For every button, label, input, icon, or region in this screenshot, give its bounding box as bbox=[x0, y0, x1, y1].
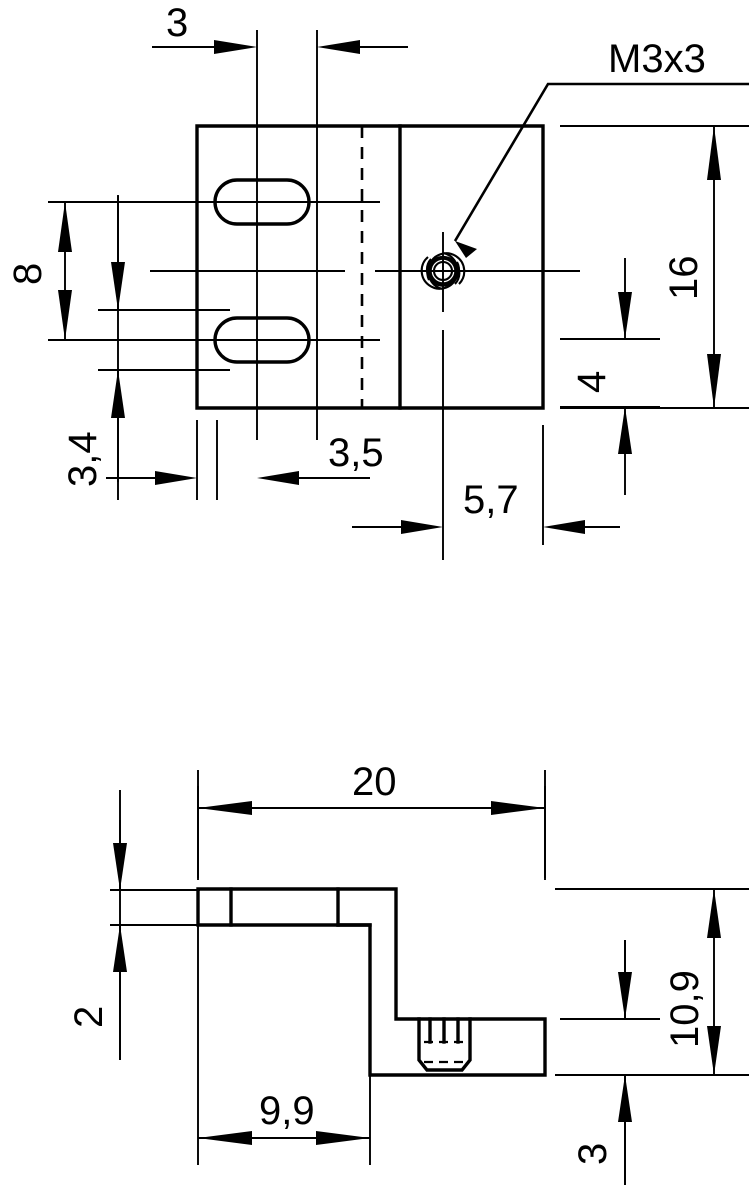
top-view-slot-upper bbox=[213, 178, 311, 226]
side-view-group: 20 2 9,9 10,9 3 bbox=[67, 760, 749, 1185]
side-view-extension-lines bbox=[555, 888, 749, 1076]
top-view-slot-lower bbox=[213, 316, 311, 364]
dim-3-bottom-label: 3 bbox=[571, 1143, 615, 1165]
dim-20-label: 20 bbox=[352, 760, 397, 804]
dim-3-top-label: 3 bbox=[166, 1, 188, 45]
dim-8 bbox=[48, 201, 160, 341]
dim-9-9-label: 9,9 bbox=[259, 1089, 315, 1133]
top-view-group: M3x3 3 8 3,4 bbox=[6, 1, 749, 560]
dim-8-label: 8 bbox=[6, 263, 50, 285]
dim-5-7-label: 5,7 bbox=[463, 478, 519, 522]
top-view-body-outline bbox=[195, 124, 545, 410]
dim-3-top bbox=[152, 40, 408, 54]
dim-3-5-label: 3,5 bbox=[328, 431, 384, 475]
side-view-profile-outline bbox=[196, 887, 547, 1077]
dim-3-bottom bbox=[618, 940, 632, 1185]
dim-16-label: 16 bbox=[662, 256, 706, 301]
dim-10-9-label: 10,9 bbox=[663, 970, 707, 1048]
m3x3-leader bbox=[453, 82, 749, 258]
dim-4-label: 4 bbox=[570, 371, 614, 393]
dim-2 bbox=[113, 820, 127, 1060]
dim-10-9 bbox=[707, 889, 721, 1075]
dim-3-5 bbox=[106, 420, 370, 500]
side-view-set-screw bbox=[417, 1017, 472, 1072]
dim-3-4 bbox=[98, 195, 230, 482]
thread-callout-label: M3x3 bbox=[608, 37, 706, 81]
dim-16 bbox=[560, 125, 749, 409]
dim-20 bbox=[197, 786, 546, 878]
dim-5-7 bbox=[352, 425, 620, 545]
dim-4 bbox=[560, 258, 660, 495]
dim-3-4-label: 3,4 bbox=[61, 431, 105, 487]
dim-9-9 bbox=[198, 1131, 370, 1145]
threaded-hole-m3 bbox=[420, 251, 466, 291]
dim-2-label: 2 bbox=[67, 1006, 111, 1028]
